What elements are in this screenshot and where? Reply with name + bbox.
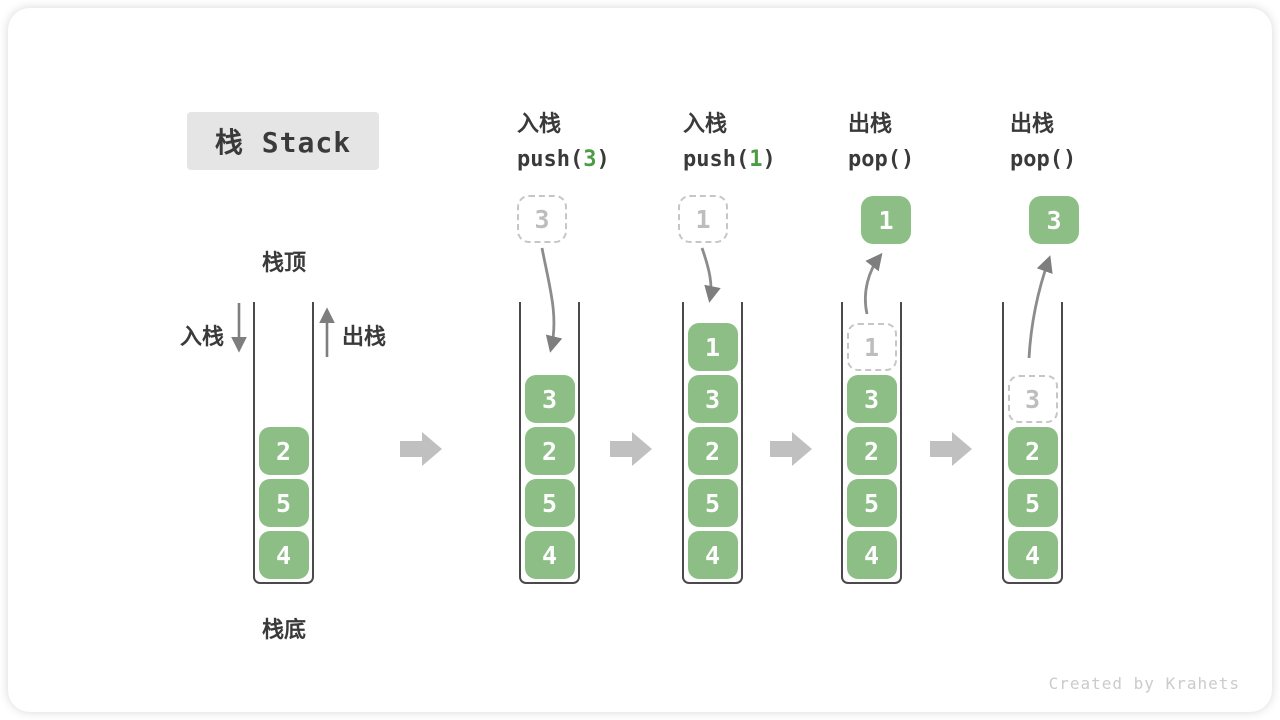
- step-arrow-icon: [770, 432, 812, 466]
- title-box: 栈 Stack: [187, 112, 379, 170]
- push-1-arrow-icon: [700, 247, 721, 303]
- call-before: pop(: [1010, 147, 1063, 172]
- stack-cell: 5: [258, 479, 309, 527]
- operation-action: 入栈: [683, 111, 728, 136]
- call-after: ): [1062, 147, 1077, 172]
- stack-cell: 5: [1007, 479, 1058, 527]
- call-after: ): [596, 147, 610, 172]
- operation-call: push(1): [683, 142, 873, 178]
- push-direction-label: 入栈: [180, 324, 225, 349]
- call-before: push(: [517, 147, 584, 172]
- stack-bottom-label: 栈底: [261, 617, 306, 642]
- diagram-card: 栈 Stack 入栈 push(3) 入栈 push(1) 出栈 pop() 出…: [8, 8, 1272, 712]
- stack-cell: 5: [524, 479, 575, 527]
- stack-cell: 3: [524, 375, 575, 423]
- stack-cell: 2: [524, 427, 575, 475]
- step-arrow-icon: [610, 432, 652, 466]
- operation-action: 出栈: [848, 111, 893, 136]
- operation-label-push-3: 入栈 push(3): [517, 106, 707, 178]
- operation-call: push(3): [517, 142, 707, 178]
- stack-cell: 5: [846, 479, 897, 527]
- stack-cell: 2: [258, 427, 309, 475]
- stack-cell: 5: [687, 479, 738, 527]
- incoming-value-box: 3: [517, 195, 567, 243]
- operation-action: 出栈: [1010, 111, 1055, 136]
- operation-action: 入栈: [517, 111, 562, 136]
- stack-top-label: 栈顶: [261, 250, 306, 275]
- pop-direction-label: 出栈: [342, 324, 387, 349]
- stack-cell: 4: [846, 531, 897, 579]
- incoming-value-box: 1: [678, 195, 728, 243]
- stack-cell: 3: [687, 375, 738, 423]
- step-arrow-icon: [400, 432, 442, 466]
- stack-cell: 3: [846, 375, 897, 423]
- step-arrow-icon: [930, 432, 972, 466]
- stack-cell: 2: [1007, 427, 1058, 475]
- stack-cell: 4: [1007, 531, 1058, 579]
- call-after: ): [900, 147, 915, 172]
- operation-call: pop(): [1010, 142, 1200, 178]
- stack-cell: 4: [258, 531, 309, 579]
- stack-cell: 1: [687, 323, 738, 371]
- stack-cell-placeholder: 1: [846, 323, 897, 371]
- stack-cell-placeholder: 3: [1007, 375, 1058, 423]
- watermark: Created by Krahets: [1048, 674, 1240, 693]
- popped-value-box: 3: [1029, 196, 1079, 244]
- operation-label-pop-1: 出栈 pop(): [848, 106, 1038, 178]
- stack-cell: 2: [846, 427, 897, 475]
- stack-cell: 2: [687, 427, 738, 475]
- call-arg: 1: [749, 147, 763, 172]
- stack-cell: 4: [687, 531, 738, 579]
- operation-label-push-1: 入栈 push(1): [683, 106, 873, 178]
- call-arg: 3: [583, 147, 597, 172]
- title-text: 栈 Stack: [214, 126, 352, 159]
- stack-cell: 4: [524, 531, 575, 579]
- call-before: push(: [683, 147, 750, 172]
- operation-label-pop-2: 出栈 pop(): [1010, 106, 1200, 178]
- call-before: pop(: [848, 147, 901, 172]
- popped-value-box: 1: [861, 196, 911, 244]
- call-after: ): [762, 147, 776, 172]
- operation-call: pop(): [848, 142, 1038, 178]
